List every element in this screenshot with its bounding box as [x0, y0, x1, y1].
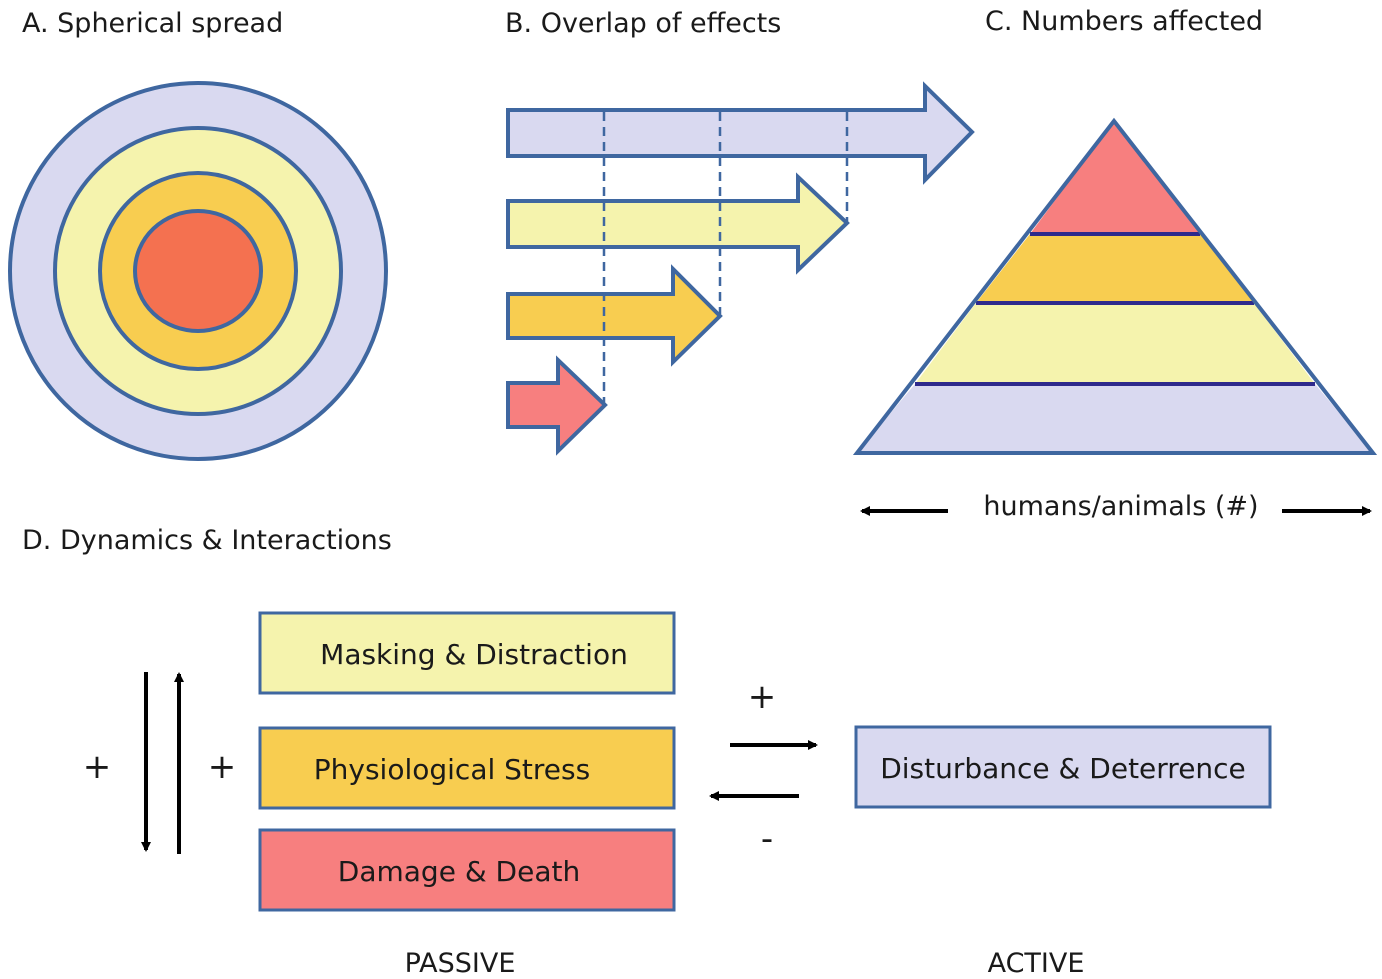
box-disturbance [854, 725, 1272, 809]
box-masking-label: Masking & Distraction [320, 638, 628, 671]
spherical-spread-rings [8, 81, 388, 461]
box-damage [258, 828, 676, 912]
overlap-arrows [506, 81, 975, 456]
overlap-guides [602, 112, 849, 403]
box-stress-label: Physiological Stress [314, 753, 590, 786]
box-damage-label: Damage & Death [338, 855, 580, 888]
panel-a-title: A. Spherical spread [22, 8, 283, 39]
panel-c-title: C. Numbers affected [985, 6, 1263, 37]
label-active: ACTIVE [988, 948, 1085, 979]
sign-left-outer: + [83, 747, 112, 787]
numbers-pyramid [852, 117, 1378, 455]
box-masking [258, 611, 676, 695]
pyramid-band-base [857, 384, 1373, 453]
ring-core [133, 209, 263, 333]
arrow-red [506, 355, 608, 456]
label-passive: PASSIVE [405, 948, 516, 979]
axis-label: humans/animals (#) [983, 491, 1258, 522]
sign-backward: - [761, 819, 773, 859]
arrow-amber [506, 264, 723, 367]
pyramid-outline [852, 117, 1378, 455]
pyramid-band-second [976, 234, 1254, 303]
sign-forward: + [748, 677, 777, 717]
arrow-pale-yellow [506, 172, 850, 275]
pyramid-band-third [915, 303, 1315, 384]
pyramid-band-top [1030, 121, 1200, 234]
box-stress [258, 726, 676, 810]
box-disturbance-label: Disturbance & Deterrence [880, 752, 1246, 785]
panel-d-title: D. Dynamics & Interactions [22, 525, 392, 556]
arrow-lavender [506, 81, 975, 185]
panel-b-title: B. Overlap of effects [505, 8, 781, 39]
sign-left-inner: + [208, 747, 237, 787]
